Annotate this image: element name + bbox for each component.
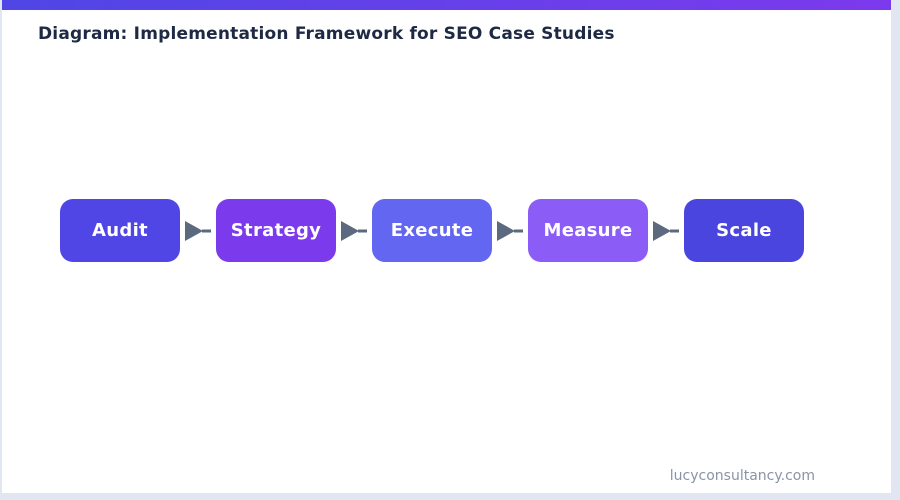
- diagram-page: Diagram: Implementation Framework for SE…: [2, 0, 891, 493]
- right-arrow-icon: [341, 220, 367, 241]
- right-arrow-icon: [185, 220, 211, 241]
- flow-step-scale: Scale: [684, 199, 804, 262]
- accent-top-bar: [2, 0, 891, 10]
- right-arrow-icon: [497, 220, 523, 241]
- page-title: Diagram: Implementation Framework for SE…: [38, 24, 615, 44]
- flow-connector: [180, 199, 216, 262]
- flow-step-strategy: Strategy: [216, 199, 336, 262]
- flow-connector: [492, 199, 528, 262]
- flow-step-label: Audit: [92, 220, 148, 241]
- flow-diagram: Audit Strategy Execute: [60, 199, 804, 262]
- footer-site-credit: lucyconsultancy.com: [669, 468, 815, 484]
- right-arrow-icon: [653, 220, 679, 241]
- flow-step-label: Execute: [390, 220, 474, 241]
- flow-step-label: Strategy: [230, 220, 322, 241]
- flow-connector: [648, 199, 684, 262]
- flow-step-execute: Execute: [372, 199, 492, 262]
- flow-step-label: Scale: [716, 220, 772, 241]
- flow-step-audit: Audit: [60, 199, 180, 262]
- flow-step-label: Measure: [543, 220, 633, 241]
- flow-step-measure: Measure: [528, 199, 648, 262]
- flow-connector: [336, 199, 372, 262]
